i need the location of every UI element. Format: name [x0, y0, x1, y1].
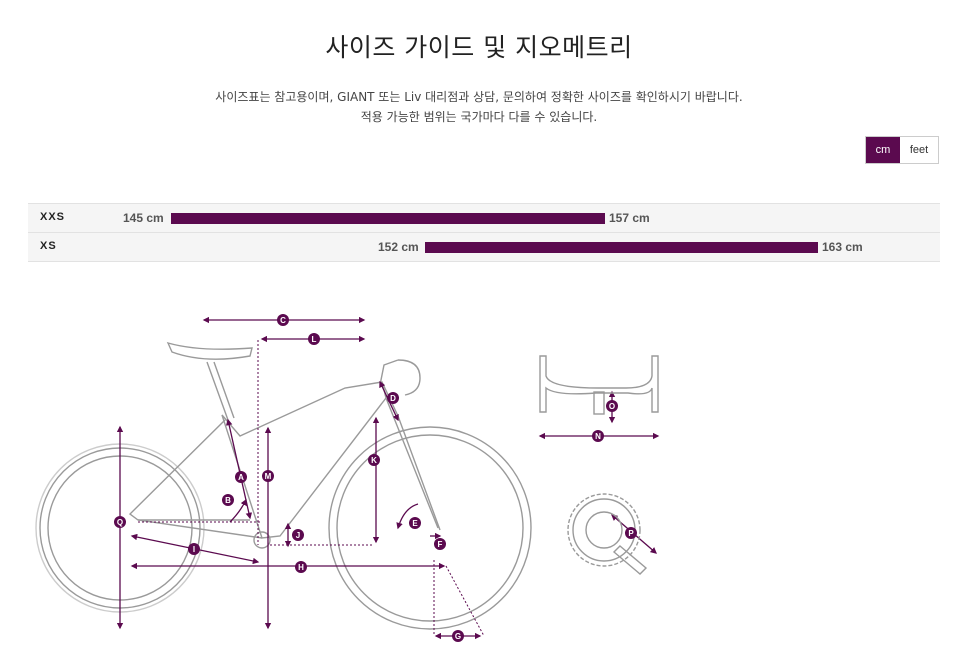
label-o: O: [606, 400, 618, 412]
size-name: XS: [40, 240, 57, 252]
max-height-label: 157 cm: [609, 211, 650, 225]
svg-text:K: K: [371, 456, 377, 465]
label-g: G: [452, 630, 464, 642]
page-title: 사이즈 가이드 및 지오메트리: [325, 33, 633, 62]
svg-text:P: P: [628, 529, 634, 538]
svg-text:E: E: [412, 519, 418, 528]
svg-text:Q: Q: [117, 518, 123, 527]
svg-text:N: N: [595, 432, 601, 441]
size-guide-note: 사이즈표는 참고용이며, GIANT 또는 Liv 대리점과 상담, 문의하여 …: [215, 90, 743, 104]
svg-text:F: F: [438, 540, 443, 549]
svg-text:O: O: [609, 402, 615, 411]
svg-text:D: D: [390, 394, 396, 403]
height-range-bar: [425, 242, 818, 253]
svg-text:H: H: [298, 563, 304, 572]
label-c: C: [277, 314, 289, 326]
svg-text:L: L: [312, 335, 317, 344]
svg-text:I: I: [193, 545, 195, 554]
size-name: XXS: [40, 211, 66, 223]
region-note: 적용 가능한 범위는 국가마다 다를 수 있습니다.: [360, 110, 598, 124]
unit-feet-button[interactable]: feet: [900, 137, 938, 163]
size-row-xxs: XXS 145 cm 157 cm: [28, 203, 940, 232]
height-range-bar: [171, 213, 605, 224]
geometry-labels: C L D K M A B E F J Q I H G O N P: [114, 314, 637, 642]
label-q: Q: [114, 516, 126, 528]
size-range-table: XXS 145 cm 157 cm XS 152 cm 163 cm: [28, 203, 940, 262]
label-e: E: [409, 517, 421, 529]
label-b: B: [222, 494, 234, 506]
min-height-label: 145 cm: [123, 211, 164, 225]
label-m: M: [262, 470, 274, 482]
unit-toggle: cm feet: [865, 136, 939, 164]
label-p: P: [625, 527, 637, 539]
svg-text:A: A: [238, 473, 244, 482]
svg-text:B: B: [225, 496, 231, 505]
max-height-label: 163 cm: [822, 240, 863, 254]
svg-text:J: J: [296, 531, 300, 540]
unit-cm-button[interactable]: cm: [866, 137, 900, 163]
label-k: K: [368, 454, 380, 466]
label-a: A: [235, 471, 247, 483]
svg-text:C: C: [280, 316, 286, 325]
label-d: D: [387, 392, 399, 404]
dimension-lines: [116, 316, 660, 640]
geometry-diagram: C L D K M A B E F J Q I H G O N P: [35, 314, 660, 642]
label-h: H: [295, 561, 307, 573]
label-n: N: [592, 430, 604, 442]
svg-text:M: M: [265, 472, 272, 481]
label-l: L: [308, 333, 320, 345]
bike-outline: [35, 341, 532, 630]
label-f: F: [434, 538, 446, 550]
min-height-label: 152 cm: [378, 240, 419, 254]
label-j: J: [292, 529, 304, 541]
size-row-xs: XS 152 cm 163 cm: [28, 232, 940, 262]
label-i: I: [188, 543, 200, 555]
svg-text:G: G: [455, 632, 461, 641]
handlebar-front-view: [539, 355, 659, 415]
